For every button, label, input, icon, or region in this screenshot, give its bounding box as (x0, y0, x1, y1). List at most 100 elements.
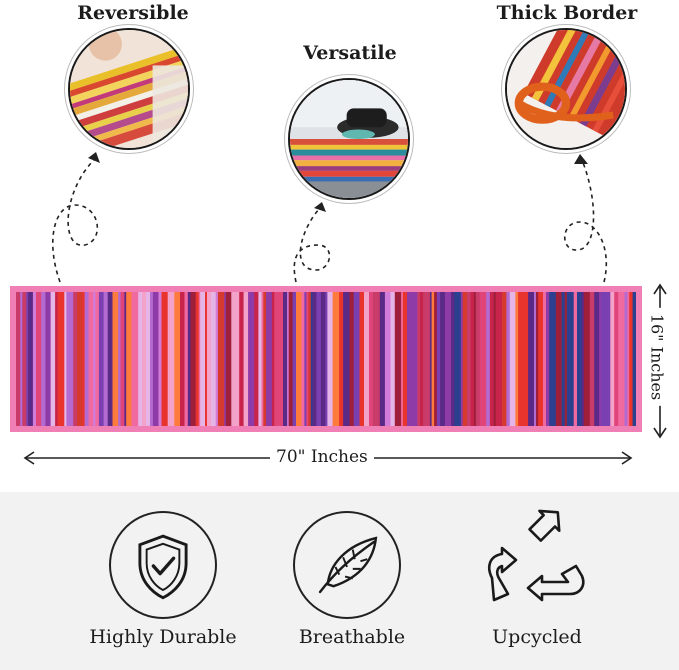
rug-stripe (22, 292, 27, 426)
rug-stripe (211, 292, 217, 426)
rug-stripe (187, 292, 191, 426)
rug-stripe (546, 292, 550, 426)
rug-stripe (292, 292, 297, 426)
rug-stripe (55, 292, 58, 426)
rug-stripe (470, 292, 475, 426)
rug-stripe (581, 292, 585, 426)
rug-stripe (610, 292, 615, 426)
feature-title-thick-border: Thick Border (496, 2, 638, 24)
rug-stripe (152, 292, 159, 426)
rug-stripe (369, 292, 374, 426)
rug-stripe (343, 292, 350, 426)
rug-stripe (64, 292, 67, 426)
rug-stripe (495, 292, 503, 426)
rug-stripe (543, 292, 547, 426)
rug-stripe (486, 292, 491, 426)
rug-stripe (473, 292, 477, 426)
rug-stripe (536, 292, 539, 426)
rug-stripe (466, 292, 471, 426)
feature-title-versatile: Versatile (303, 42, 397, 64)
rug-stripe (493, 292, 497, 426)
rug-stripe (180, 292, 185, 426)
rug-stripe (632, 292, 636, 426)
rug-stripe (190, 292, 197, 426)
rug-stripes (16, 292, 636, 426)
rug-stripe (339, 292, 344, 426)
rug-stripe (304, 292, 307, 426)
recycle-arrows-icon (488, 509, 585, 602)
rug-stripe (534, 292, 537, 426)
rug-stripe (263, 292, 267, 426)
rug-stripe (198, 292, 201, 426)
rug-stripe (475, 292, 481, 426)
rug-stripe (618, 292, 625, 426)
rug-stripe (248, 292, 255, 426)
rug-stripe (243, 292, 249, 426)
rug-stripe (444, 292, 452, 426)
rug-stripe (95, 292, 100, 426)
rug-stripe (614, 292, 619, 426)
rug-stripe (296, 292, 302, 426)
rug-stripe (200, 292, 206, 426)
rug-stripe (261, 292, 264, 426)
rug-stripe (138, 292, 143, 426)
rug-stripe (274, 292, 280, 426)
benefit-label-highly-durable: Highly Durable (89, 626, 237, 648)
rug-stripe (26, 292, 29, 426)
rug-stripe (555, 292, 562, 426)
rug-stripe (82, 292, 85, 426)
rug-stripe (271, 292, 275, 426)
rug-stripe (16, 292, 21, 426)
rug-stripe (239, 292, 242, 426)
rug-stripe (509, 292, 516, 426)
rug-stripe (601, 292, 605, 426)
rug-stripe (217, 292, 225, 426)
rug-stripe (451, 292, 455, 426)
rug-stripe (184, 292, 189, 426)
rug-stripe (310, 292, 313, 426)
rug-stripe (429, 292, 432, 426)
rug-stripe (431, 292, 435, 426)
rug-stripe (353, 292, 360, 426)
rug-stripe (98, 292, 102, 426)
benefit-label-upcycled: Upcycled (492, 626, 582, 648)
rug-stripe (301, 292, 305, 426)
width-label: 70" Inches (270, 447, 374, 467)
rug-stripe (462, 292, 468, 426)
rug-stripe (538, 292, 544, 426)
rug-stripe (120, 292, 125, 426)
rug-stripe (174, 292, 181, 426)
rug-stripe (332, 292, 340, 426)
rug-stripe (150, 292, 154, 426)
rug-stripe (103, 292, 109, 426)
rug-stripe (349, 292, 355, 426)
versatile-photo (288, 78, 410, 200)
rug-stripe (379, 292, 386, 426)
rug-stripe (118, 292, 121, 426)
rug-stripe (231, 292, 237, 426)
rug-stripe (629, 292, 633, 426)
rug-stripe (195, 292, 200, 426)
rug-stripe (36, 292, 42, 426)
runner-rug-image (10, 286, 642, 432)
rug-stripe (57, 292, 65, 426)
rug-stripe (146, 292, 151, 426)
rug-stripe (604, 292, 611, 426)
rug-stripe (583, 292, 591, 426)
rug-stripe (599, 292, 602, 426)
rug-stripe (41, 292, 46, 426)
rug-stripe (372, 292, 381, 426)
rug-stripe (434, 292, 438, 426)
rug-stripe (436, 292, 441, 426)
rug-stripe (112, 292, 119, 426)
rug-stripe (167, 292, 175, 426)
feature-title-reversible: Reversible (77, 2, 189, 24)
rug-stripe (417, 292, 421, 426)
rug-stripe (401, 292, 404, 426)
rug-stripe (316, 292, 322, 426)
rug-stripe (258, 292, 262, 426)
rug-stripe (524, 292, 529, 426)
rug-stripe (402, 292, 408, 426)
rug-stripe (107, 292, 113, 426)
